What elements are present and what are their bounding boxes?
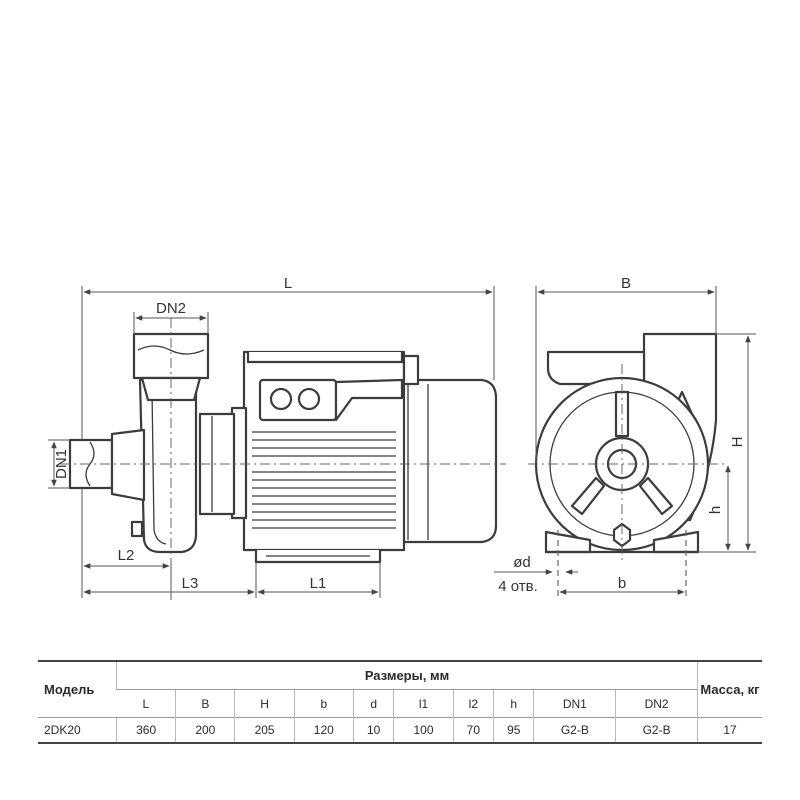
col-header: l2 xyxy=(452,689,494,718)
dim-label-L2: L2 xyxy=(118,547,135,564)
dim-label-d: ød xyxy=(513,554,531,571)
dim-label-DN1: DN1 xyxy=(53,449,70,479)
value-cell: 200 xyxy=(175,717,235,744)
mass-cell: 17 xyxy=(697,717,762,744)
col-header: L xyxy=(116,689,176,718)
dim-label-DN2: DN2 xyxy=(156,300,186,317)
value-cell: 120 xyxy=(293,717,354,744)
col-header: DN2 xyxy=(615,689,698,718)
pump-front-view: B H h b ød 4 отв. xyxy=(494,275,756,600)
dim-label-L: L xyxy=(284,275,292,292)
value-cell: 100 xyxy=(393,717,454,744)
dims-subheader-row: L B H b d l1 l2 h DN1 DN2 xyxy=(38,689,762,718)
dims-header: Размеры, мм xyxy=(116,660,698,690)
dim-label-h: h xyxy=(707,506,724,514)
col-header: B xyxy=(175,689,235,718)
col-header: H xyxy=(234,689,295,718)
model-header: Модель xyxy=(38,660,117,718)
col-header: h xyxy=(493,689,534,718)
dim-label-b: b xyxy=(618,575,626,592)
table-row: 2DK20 360 200 205 120 10 100 70 95 G2-B … xyxy=(38,717,762,744)
pump-side-view: L DN2 DN1 L2 L3 L1 xyxy=(48,275,506,600)
spec-table: Модель Размеры, мм Масса, кг L B H b d l… xyxy=(38,660,762,744)
value-cell: 95 xyxy=(493,717,534,744)
col-header: b xyxy=(293,689,354,718)
col-header: d xyxy=(352,689,394,718)
mass-header: Масса, кг xyxy=(697,660,762,718)
value-cell: 360 xyxy=(115,717,176,744)
value-cell: G2-B xyxy=(615,717,698,744)
dim-label-L3: L3 xyxy=(182,575,199,592)
col-header: l1 xyxy=(393,689,454,718)
model-cell: 2DK20 xyxy=(38,717,117,744)
dim-label-holes: 4 отв. xyxy=(498,578,538,595)
dim-label-L1: L1 xyxy=(310,575,327,592)
col-header: DN1 xyxy=(533,689,616,718)
value-cell: 205 xyxy=(234,717,295,744)
value-cell: G2-B xyxy=(533,717,616,744)
value-cell: 70 xyxy=(452,717,494,744)
dim-label-H: H xyxy=(729,437,746,448)
pump-drawing: L DN2 DN1 L2 L3 L1 xyxy=(48,275,756,600)
value-cell: 10 xyxy=(352,717,394,744)
cooling-fins xyxy=(252,431,396,529)
dim-label-B: B xyxy=(621,275,631,292)
